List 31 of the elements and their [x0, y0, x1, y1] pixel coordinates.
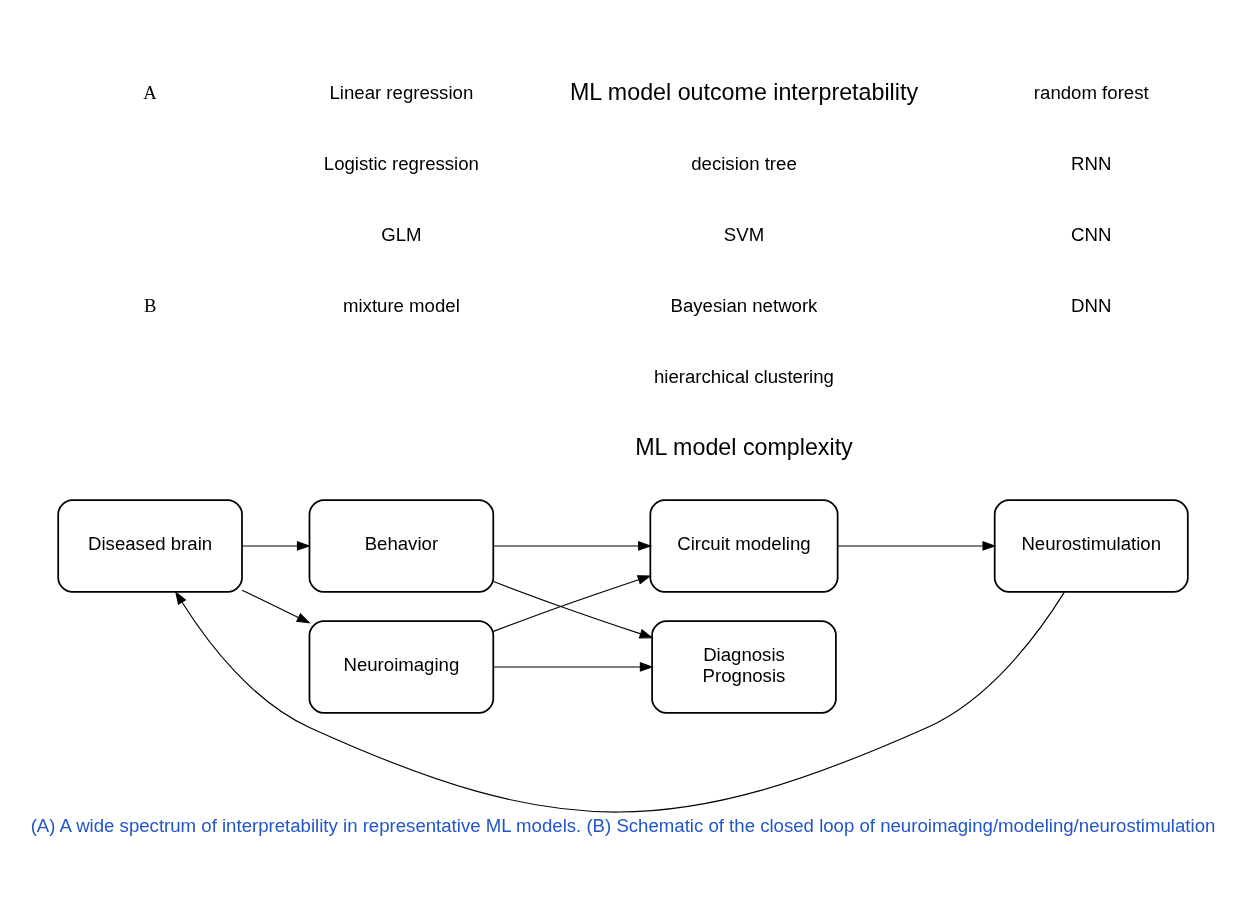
arrow [241, 589, 311, 623]
label: B [143, 294, 157, 316]
node-box: Neurostimulation [993, 498, 1189, 593]
arrow [174, 590, 1065, 813]
label: SVM [723, 223, 765, 245]
node-box: Circuit modeling [649, 498, 839, 593]
node-box: Behavior [308, 498, 495, 593]
label: decision tree [691, 152, 797, 174]
arrow [492, 661, 654, 672]
arrow [241, 540, 311, 551]
arrow [837, 540, 997, 551]
label: GLM [381, 223, 422, 245]
node-box: Diagnosis Prognosis [651, 619, 837, 714]
label: Logistic regression [323, 152, 479, 174]
arrow [492, 540, 653, 551]
label: mixture model [342, 294, 460, 316]
label: ML model complexity [635, 433, 853, 460]
arrow [492, 574, 652, 632]
label: Linear regression [329, 81, 474, 103]
label: ML model outcome interpretability [569, 78, 919, 105]
label: DNN [1071, 294, 1112, 316]
node-box: Diseased brain [57, 498, 243, 593]
node-box: Neuroimaging [308, 619, 495, 714]
caption: (A) A wide spectrum of interpretability in representative ML models. (B) Schematic of the closed loop of neuroimaging/modeling/neurostimulation [30, 814, 1216, 836]
label: random forest [1033, 81, 1149, 103]
label: A [143, 81, 157, 103]
label: Bayesian network [670, 294, 818, 316]
label: CNN [1071, 223, 1112, 245]
label: hierarchical clustering [654, 365, 834, 387]
label: RNN [1071, 152, 1112, 174]
arrow [492, 580, 654, 638]
